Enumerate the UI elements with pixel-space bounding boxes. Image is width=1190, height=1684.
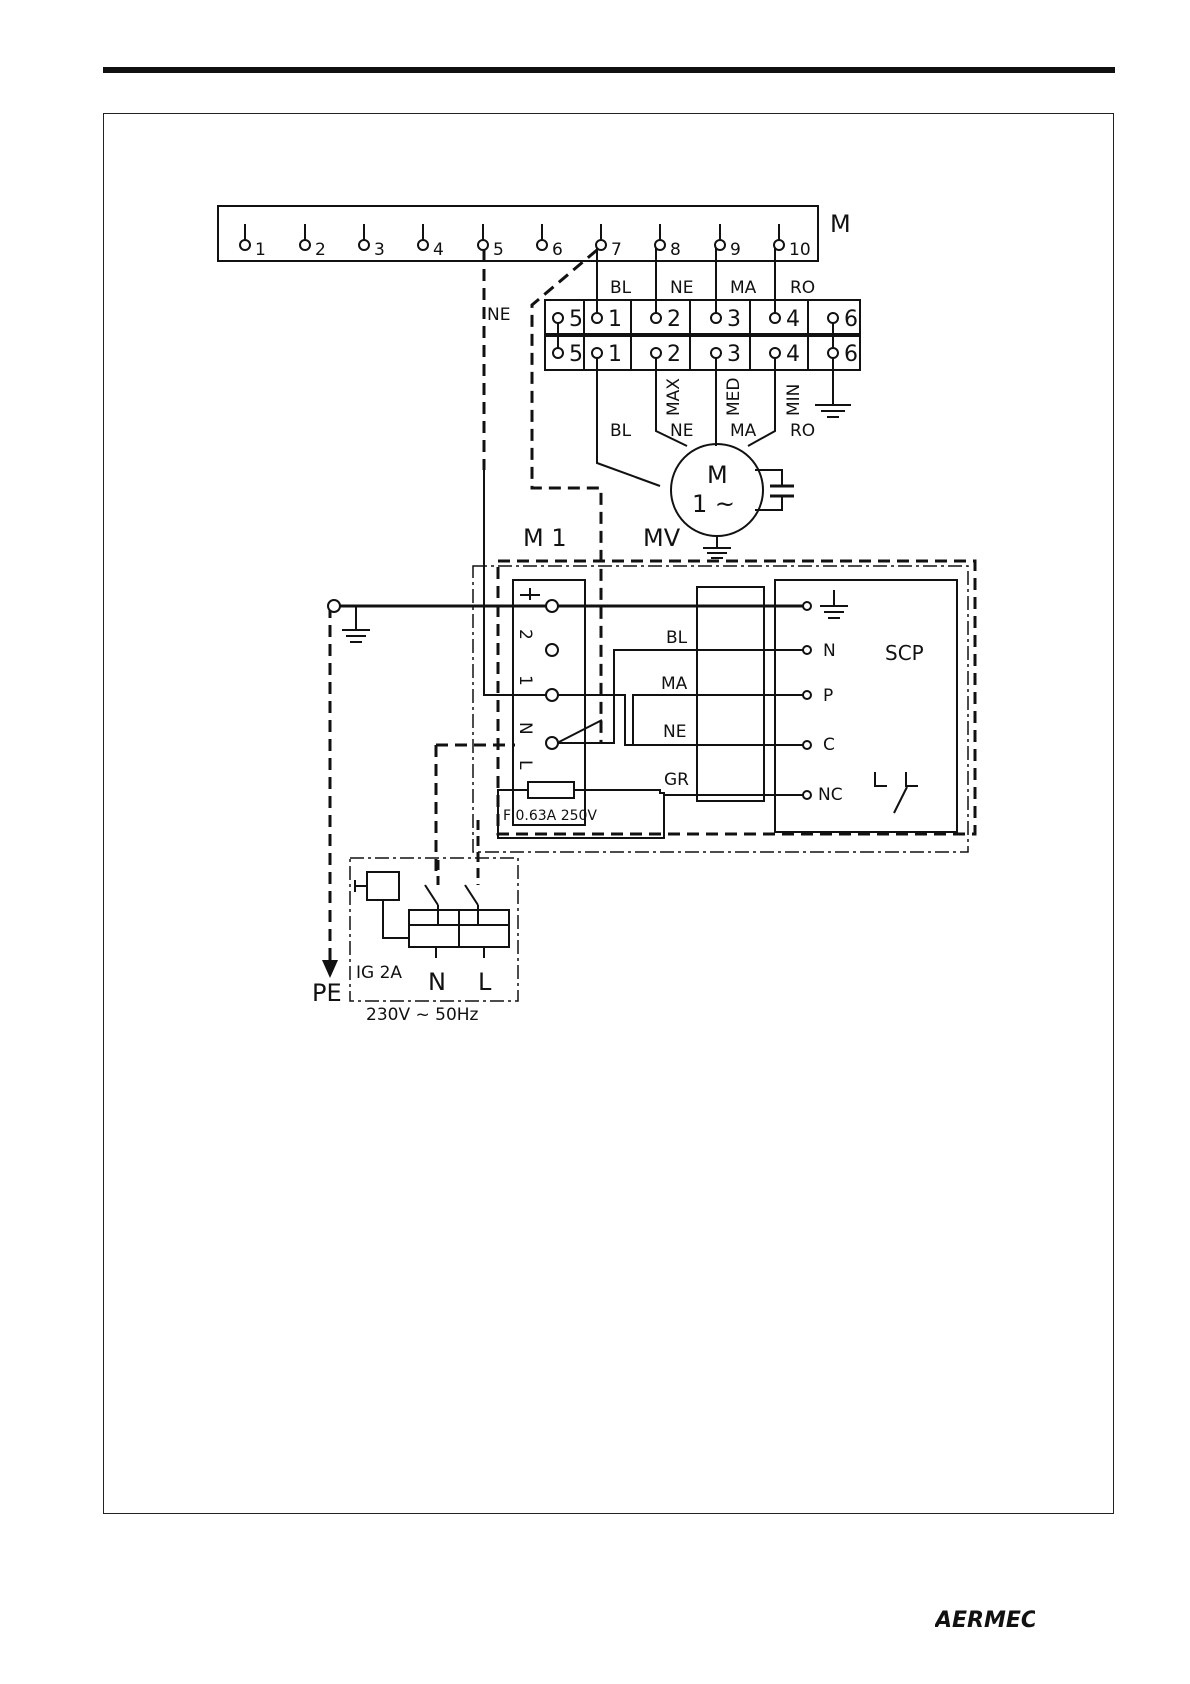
connector-number: 1 <box>608 342 622 367</box>
connector-number: 6 <box>844 307 858 332</box>
terminal-number: 4 <box>433 240 444 260</box>
M1-terminal-N: N <box>515 722 535 735</box>
scp-terminal-N: N <box>823 641 836 661</box>
wire-top-2: MA <box>730 278 757 298</box>
scp-terminal-point <box>803 741 811 749</box>
connector-point <box>592 313 602 323</box>
connector-point <box>770 313 780 323</box>
terminal-number: 5 <box>493 240 504 260</box>
terminal-number: 3 <box>374 240 385 260</box>
unit-MV-label: MV <box>643 524 681 552</box>
terminal-number: 8 <box>670 240 681 260</box>
terminal-block-M-label: M <box>830 210 851 238</box>
scp-terminal-point <box>803 602 811 610</box>
connector-point <box>828 348 838 358</box>
fuse-label: F 0.63A 250V <box>503 808 597 824</box>
terminal-point <box>359 240 369 250</box>
scp-wire-GR: GR <box>664 770 689 790</box>
unit-M1-label: M 1 <box>523 524 567 552</box>
speed-min: MIN <box>784 384 804 416</box>
terminal-point <box>418 240 428 250</box>
terminal-point <box>596 240 606 250</box>
connector-number: 3 <box>727 307 741 332</box>
terminal-point <box>240 240 250 250</box>
scp-wire-BL: BL <box>666 628 688 648</box>
connector-point <box>711 313 721 323</box>
terminal-point <box>478 240 488 250</box>
terminal-point <box>300 240 310 250</box>
motor-symbol-phase: 1 ~ <box>692 490 735 518</box>
connector-point <box>770 348 780 358</box>
terminal-number: 6 <box>552 240 563 260</box>
scp-label: SCP <box>885 641 924 665</box>
M1-terminal-point <box>546 600 558 612</box>
connector-number: 5 <box>569 307 583 332</box>
scp-wire-MA: MA <box>661 674 688 694</box>
connector-number: 2 <box>667 307 681 332</box>
connector-number: 6 <box>844 342 858 367</box>
terminal-number: 2 <box>315 240 326 260</box>
wire-bottom-3: RO <box>790 421 815 441</box>
M1-terminal-point <box>546 737 558 749</box>
breaker-phase-L: L <box>478 968 492 996</box>
wire-bottom-2: MA <box>730 421 757 441</box>
terminal-point <box>537 240 547 250</box>
aermec-logo: AERMEC <box>935 1603 1035 1633</box>
terminal-point <box>774 240 784 250</box>
wire-top-3: RO <box>790 278 815 298</box>
terminal-number: 7 <box>611 240 622 260</box>
terminal-point <box>655 240 665 250</box>
scp-terminal-point <box>803 646 811 654</box>
connector-number: 5 <box>569 342 583 367</box>
terminal-number: 10 <box>789 240 811 260</box>
wire-top-1: NE <box>670 278 693 298</box>
motor-symbol-M: M <box>707 461 728 489</box>
connector-point <box>651 313 661 323</box>
wire-top-0: BL <box>610 278 632 298</box>
connector-point <box>828 313 838 323</box>
connector-number: 1 <box>608 307 622 332</box>
scp-terminal-point <box>803 691 811 699</box>
earth-node <box>328 600 340 612</box>
M1-terminal-L: L <box>515 760 535 770</box>
terminal-point <box>715 240 725 250</box>
terminal-block-M <box>218 206 818 261</box>
M1-terminal-1: 1 <box>515 675 535 686</box>
connector-number: 4 <box>786 342 800 367</box>
wire-bottom-1: NE <box>670 421 693 441</box>
breaker-phase-N: N <box>428 968 446 996</box>
connector-number: 2 <box>667 342 681 367</box>
M1-terminal-2: 2 <box>515 629 535 640</box>
ne-wire-label: NE <box>487 305 510 325</box>
wire-bottom-0: BL <box>610 421 632 441</box>
connector-point <box>553 313 563 323</box>
connector-point <box>651 348 661 358</box>
brand-logo-text: AERMEC <box>935 1608 1035 1633</box>
terminal-number: 9 <box>730 240 741 260</box>
scp-terminal-point <box>803 791 811 799</box>
M1-terminal-point <box>546 644 558 656</box>
breaker-label: IG 2A <box>356 963 402 983</box>
connector-point <box>553 348 563 358</box>
M1-terminal-point <box>546 689 558 701</box>
speed-med: MED <box>724 378 744 417</box>
speed-max: MAX <box>664 378 684 416</box>
scp-terminal-P: P <box>823 686 833 706</box>
connector-number: 3 <box>727 342 741 367</box>
scp-terminal-C: C <box>823 735 835 755</box>
scp-terminal-NC: NC <box>818 785 843 805</box>
connector-number: 4 <box>786 307 800 332</box>
scp-wire-NE: NE <box>663 722 686 742</box>
earth-PE-label: PE <box>312 979 342 1007</box>
terminal-number: 1 <box>255 240 266 260</box>
connector-point <box>711 348 721 358</box>
supply-label: 230V ~ 50Hz <box>366 1005 479 1025</box>
connector-point <box>592 348 602 358</box>
